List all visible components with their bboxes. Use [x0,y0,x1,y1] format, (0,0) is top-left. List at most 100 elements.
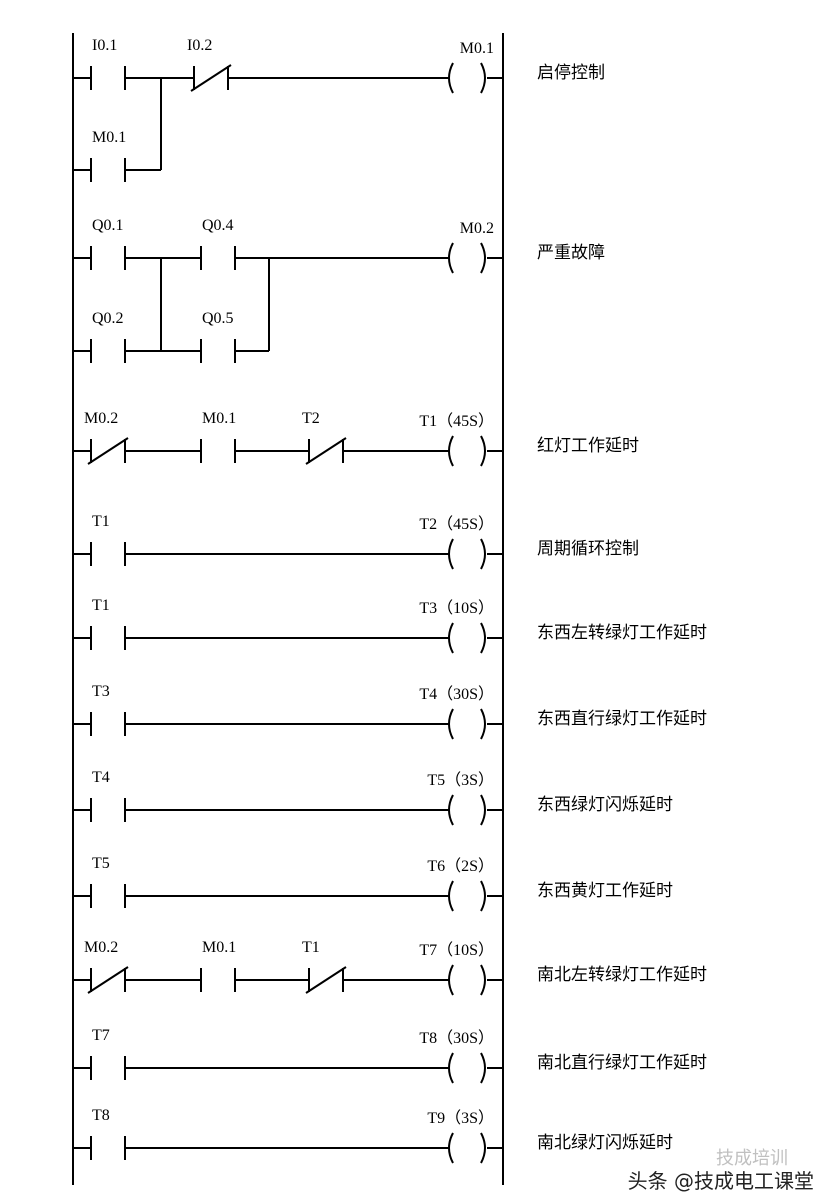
contact-no [90,542,126,566]
contact-label: I0.2 [187,37,212,54]
contact-label: M0.1 [92,129,126,146]
coil-label: M0.2 [460,220,494,237]
contact-label: M0.2 [84,410,118,427]
coil [448,62,486,94]
contact-label: Q0.4 [202,217,234,234]
coil-label: T5（3S） [427,771,494,789]
coil [448,242,486,274]
watermark: 头条 @技成电工课堂 [627,1169,814,1193]
contact-label: Q0.2 [92,310,124,327]
rung-comment: 东西左转绿灯工作延时 [537,623,707,642]
coil [448,880,486,912]
contact-no [90,66,126,90]
contact-label: T4 [92,769,110,786]
rung-comment: 南北直行绿灯工作延时 [537,1053,707,1072]
contact-label: M0.2 [84,939,118,956]
rung-comment: 南北左转绿灯工作延时 [537,965,707,984]
coil-arc-right [480,964,486,996]
contact-nc [87,966,129,994]
coil-arc-right [480,794,486,826]
contact-slash [305,437,347,465]
coil-arc-left [448,794,454,826]
coil [448,794,486,826]
coil-arc-right [480,242,486,274]
contact-label: T1 [92,513,110,530]
rung-comment: 东西绿灯闪烁延时 [537,795,673,814]
contact-no [200,968,236,992]
rung-comment: 东西黄灯工作延时 [537,881,673,900]
rung-comment: 东西直行绿灯工作延时 [537,709,707,728]
contact-no [90,626,126,650]
contact-label: Q0.5 [202,310,234,327]
rung-comment: 南北绿灯闪烁延时 [537,1133,673,1152]
coil [448,964,486,996]
contact-label: T7 [92,1027,110,1044]
contact-label: T3 [92,683,110,700]
contact-no [90,158,126,182]
contact-no [90,712,126,736]
coil-arc-left [448,1132,454,1164]
watermark-faint: 技成培训 [716,1148,788,1169]
contact-label: M0.1 [202,939,236,956]
contact-no [90,246,126,270]
coil-label: T3（10S） [419,599,494,617]
coil-label: M0.1 [460,40,494,57]
coil-arc-right [480,538,486,570]
coil-arc-left [448,964,454,996]
coil-label: T1（45S） [419,412,494,430]
contact-slash [87,966,129,994]
contact-no [90,1136,126,1160]
contact-label: T1 [302,939,320,956]
rung-comment: 红灯工作延时 [537,436,639,455]
contact-slash [190,64,232,92]
coil [448,708,486,740]
coil [448,435,486,467]
coil-arc-right [480,1052,486,1084]
contact-no [90,798,126,822]
coil-arc-right [480,622,486,654]
coil-arc-left [448,435,454,467]
contact-slash [87,437,129,465]
coil-label: T2（45S） [419,515,494,533]
coil [448,622,486,654]
contact-label: M0.1 [202,410,236,427]
contact-no [200,339,236,363]
coil-arc-left [448,242,454,274]
rung-comment: 启停控制 [537,63,605,82]
contact-no [200,246,236,270]
contact-no [90,339,126,363]
rung-comment: 严重故障 [537,243,605,262]
coil [448,1132,486,1164]
coil-label: T6（2S） [427,857,494,875]
contact-label: T2 [302,410,320,427]
contact-no [90,884,126,908]
rung-comment: 周期循环控制 [537,539,639,558]
coil-arc-left [448,622,454,654]
contact-label: T1 [92,597,110,614]
coil-arc-right [480,435,486,467]
coil-arc-right [480,1132,486,1164]
contact-label: T8 [92,1107,110,1124]
coil-arc-left [448,708,454,740]
contact-label: Q0.1 [92,217,124,234]
contact-nc [305,966,347,994]
coil-arc-right [480,880,486,912]
coil-arc-left [448,880,454,912]
coil-label: T4（30S） [419,685,494,703]
coil-arc-left [448,538,454,570]
coil-label: T8（30S） [419,1029,494,1047]
contact-no [90,1056,126,1080]
contact-no [200,439,236,463]
coil [448,538,486,570]
contact-nc [87,437,129,465]
coil [448,1052,486,1084]
contact-slash [305,966,347,994]
coil-arc-left [448,1052,454,1084]
contact-nc [190,64,232,92]
coil-arc-right [480,708,486,740]
contact-nc [305,437,347,465]
contact-label: T5 [92,855,110,872]
coil-label: T7（10S） [419,941,494,959]
coil-label: T9（3S） [427,1109,494,1127]
